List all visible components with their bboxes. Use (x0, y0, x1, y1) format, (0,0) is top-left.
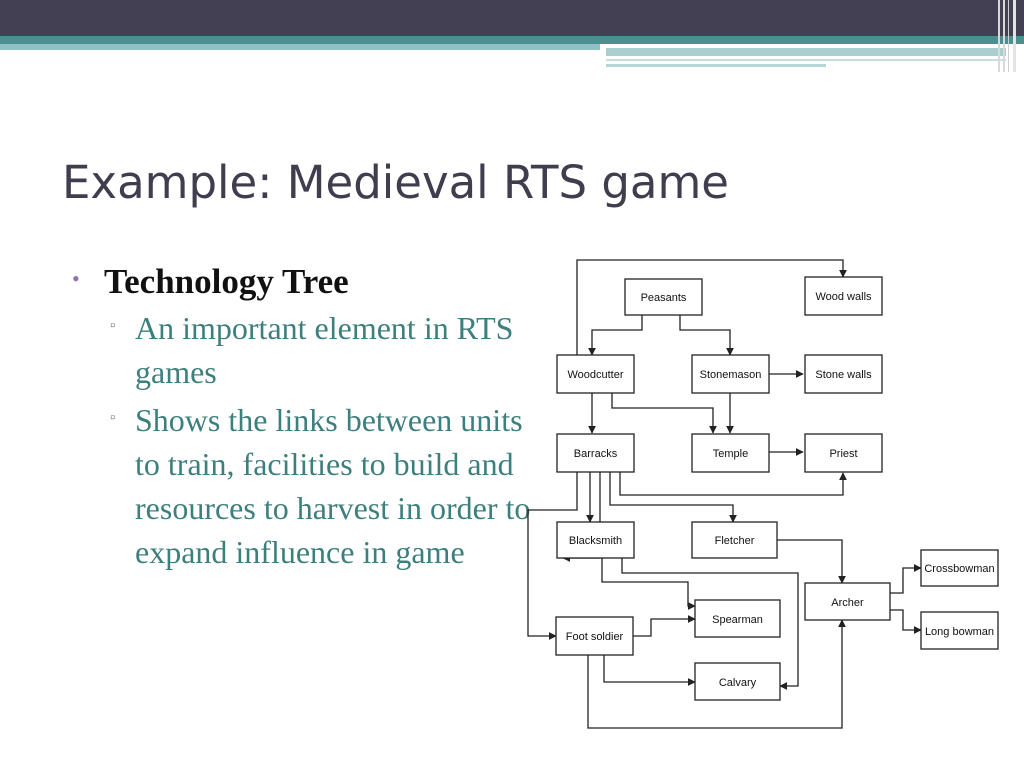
node-label: Fletcher (715, 535, 755, 547)
edge-barracks-priest (619, 472, 847, 496)
header-accent-band (0, 36, 1024, 44)
edge-peasants-woodcutter (588, 315, 643, 356)
header-vertical-lines (998, 0, 1016, 72)
node-label: Stone walls (815, 369, 872, 381)
node-label: Archer (831, 597, 864, 609)
node-woodcutter: Woodcutter (556, 354, 635, 394)
header-accent-stripe-right (606, 48, 1006, 56)
edge-woodcutter-wood-walls (576, 259, 847, 355)
node-label: Spearman (712, 614, 763, 626)
node-label: Calvary (719, 677, 757, 689)
node-priest: Priest (804, 433, 883, 473)
edge-woodcutter-temple (611, 393, 717, 434)
diagram-nodes: Peasants Wood walls Woodcutter Stonemaso… (555, 276, 999, 701)
node-label: Wood walls (815, 291, 872, 303)
node-label: Blacksmith (569, 535, 622, 547)
node-calvary: Calvary (694, 662, 781, 701)
node-label: Crossbowman (924, 563, 994, 575)
node-temple: Temple (691, 433, 770, 473)
edge-blacksmith-spearman (601, 558, 696, 610)
node-spearman: Spearman (694, 599, 781, 638)
edge-blacksmith-calvary (621, 558, 799, 690)
edge-peasants-stonemason (679, 315, 734, 356)
node-label: Barracks (574, 448, 618, 460)
bullet-heading: Technology Tree (104, 262, 349, 301)
header-bar (0, 0, 1024, 36)
diagram-edges (527, 259, 922, 729)
node-foot-soldier: Foot soldier (555, 616, 634, 656)
node-label: Temple (713, 448, 748, 460)
node-label: Priest (829, 448, 857, 460)
node-stone-walls: Stone walls (804, 354, 883, 394)
node-barracks: Barracks (556, 433, 635, 473)
sub-bullet-text: An important element in RTS games (135, 310, 514, 390)
edge-foot-soldier-calvary (603, 655, 696, 686)
sub-bullet-item: ▫ Shows the links between units to train… (110, 398, 542, 574)
edge-barracks-foot-soldier-loop (527, 472, 578, 640)
node-peasants: Peasants (624, 278, 703, 316)
header-accent-line (606, 59, 1006, 61)
node-label: Stonemason (700, 369, 762, 381)
node-wood-walls: Wood walls (804, 276, 883, 316)
edge-foot-soldier-archer (587, 619, 846, 729)
slide-title: Example: Medieval RTS game (62, 156, 729, 209)
edge-barracks-fletcher (609, 472, 737, 523)
technology-tree-diagram: Peasants Wood walls Woodcutter Stonemaso… (527, 259, 999, 729)
bullet-dot-icon: • (72, 266, 80, 291)
edge-fletcher-archer (777, 539, 846, 584)
node-crossbowman: Crossbowman (920, 549, 999, 587)
sub-bullet-item: ▫ An important element in RTS games (110, 306, 542, 394)
sub-bullet-text: Shows the links between units to train, … (135, 402, 531, 570)
node-stonemason: Stonemason (691, 354, 770, 394)
square-bullet-icon: ▫ (110, 318, 116, 334)
node-archer: Archer (804, 582, 891, 621)
node-fletcher: Fletcher (691, 521, 778, 559)
node-blacksmith: Blacksmith (556, 521, 635, 559)
bullet-item: • Technology Tree (72, 262, 542, 302)
edge-foot-soldier-spearman (633, 615, 696, 637)
node-label: Peasants (641, 292, 687, 304)
header-accent-stripe (0, 44, 600, 50)
edge-archer-crossbowman (890, 564, 922, 594)
node-label: Foot soldier (566, 631, 624, 643)
bullet-list: • Technology Tree ▫ An important element… (72, 262, 542, 574)
node-label: Woodcutter (567, 369, 623, 381)
node-long-bowman: Long bowman (920, 611, 999, 650)
header-accent-line-short (606, 64, 826, 67)
node-label: Long bowman (925, 626, 994, 638)
edge-archer-long-bowman (890, 609, 922, 634)
square-bullet-icon: ▫ (110, 410, 116, 426)
